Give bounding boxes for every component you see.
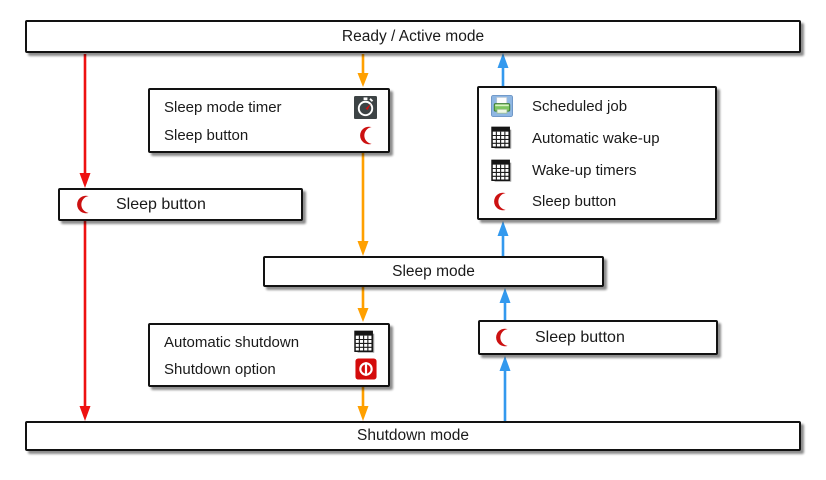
sleep-button-left-box: Sleep button	[58, 188, 303, 221]
trigger-label: Automatic shutdown	[164, 333, 300, 351]
arrowhead-ready-to-sleep-triggers	[357, 73, 369, 87]
arrowhead-sleep-to-wake-triggers	[497, 221, 509, 236]
trigger-label: Sleep button	[535, 328, 625, 346]
state-ready-active: Ready / Active mode	[25, 20, 801, 53]
calendar-icon	[353, 330, 377, 354]
state-sleep: Sleep mode	[263, 256, 604, 287]
state-ready-active-label: Ready / Active mode	[341, 27, 485, 45]
trigger-row: Sleep mode timer	[150, 96, 388, 120]
shutdown-triggers-box: Automatic shutdown Shutdown option	[148, 323, 390, 387]
wake-triggers-box: Scheduled job Automatic wake-up	[477, 86, 717, 220]
arrowhead-sleepbutton-left-to-shutdown	[79, 406, 91, 421]
printer-icon	[489, 95, 515, 118]
arrowhead-sleep-triggers-to-sleep	[357, 241, 369, 256]
crescent-moon-icon	[360, 126, 377, 145]
state-shutdown-label: Shutdown mode	[356, 427, 470, 444]
calendar-icon	[489, 126, 515, 150]
calendar-icon	[489, 159, 515, 183]
crescent-moon-icon	[496, 328, 513, 347]
stopwatch-icon	[354, 96, 377, 120]
arrowhead-ready-to-sleepbutton-left	[79, 173, 91, 188]
trigger-label: Sleep button	[164, 126, 249, 144]
trigger-label: Automatic wake-up	[532, 129, 660, 147]
arrowhead-wake-triggers-to-ready	[497, 53, 509, 68]
sleep-button-right-box: Sleep button	[478, 320, 718, 355]
power-icon	[355, 358, 377, 380]
trigger-row: Shutdown option	[150, 358, 388, 380]
trigger-label: Shutdown option	[164, 360, 276, 378]
trigger-label: Sleep button	[532, 192, 617, 210]
state-sleep-label: Sleep mode	[392, 262, 475, 280]
trigger-row: Sleep button	[479, 192, 715, 211]
crescent-moon-icon	[489, 192, 515, 211]
sleep-triggers-box: Sleep mode timer Sleep button	[148, 88, 390, 153]
state-shutdown: Shutdown mode	[25, 421, 801, 451]
trigger-label: Sleep button	[116, 195, 206, 213]
arrowhead-sleepbutton-right-to-sleep	[499, 288, 511, 303]
trigger-row: Wake-up timers	[479, 159, 715, 183]
trigger-row: Automatic wake-up	[479, 126, 715, 150]
arrowhead-shutdown-to-sleepbutton-right	[499, 356, 511, 371]
trigger-row: Automatic shutdown	[150, 330, 388, 354]
arrowhead-sleep-to-shutdown-triggers	[357, 308, 369, 322]
trigger-label: Sleep mode timer	[164, 99, 282, 117]
trigger-label: Scheduled job	[532, 97, 628, 115]
trigger-row: Sleep button	[150, 126, 388, 145]
crescent-moon-icon	[77, 195, 94, 214]
trigger-label: Wake-up timers	[532, 162, 637, 180]
arrowhead-shutdown-triggers-to-shutdown	[357, 406, 369, 421]
trigger-row: Scheduled job	[479, 95, 715, 118]
